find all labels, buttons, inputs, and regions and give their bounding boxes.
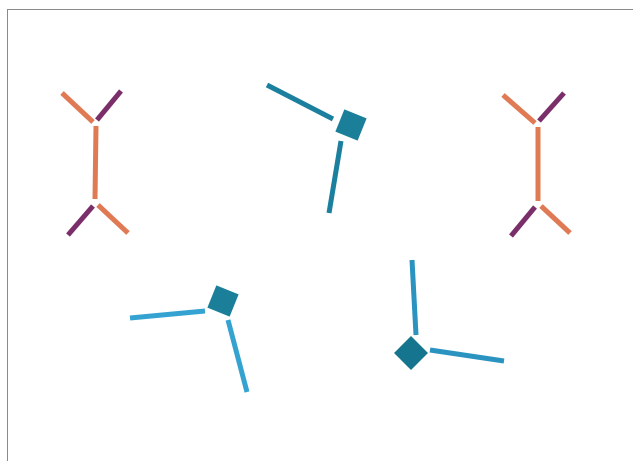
- chain-arm-lower-right: [539, 204, 572, 235]
- node-arm-right: [429, 347, 505, 364]
- chain-arm-upper-right: [537, 91, 566, 123]
- bottom-right-node: [394, 259, 505, 370]
- chain-backbone: [92, 125, 99, 200]
- node-square: [394, 336, 428, 370]
- chain-arm-upper-left: [60, 91, 95, 124]
- top-center-node: [265, 82, 367, 214]
- chain-arm-lower-right: [96, 203, 130, 235]
- node-arm-upper: [409, 259, 419, 336]
- node-arm-lower: [225, 319, 250, 393]
- bottom-left-node: [129, 285, 250, 393]
- node-arm-left: [129, 308, 206, 321]
- node-square: [207, 285, 239, 317]
- node-arm-lower: [326, 140, 344, 214]
- node-square: [335, 109, 367, 141]
- node-arm-upper: [265, 82, 335, 122]
- right-y-chain: [501, 91, 572, 238]
- left-y-chain: [60, 89, 130, 237]
- chain-arm-upper-right: [95, 89, 123, 122]
- chain-arm-lower-left: [66, 204, 95, 237]
- chain-arm-lower-left: [509, 205, 537, 238]
- chain-arm-upper-left: [501, 93, 537, 125]
